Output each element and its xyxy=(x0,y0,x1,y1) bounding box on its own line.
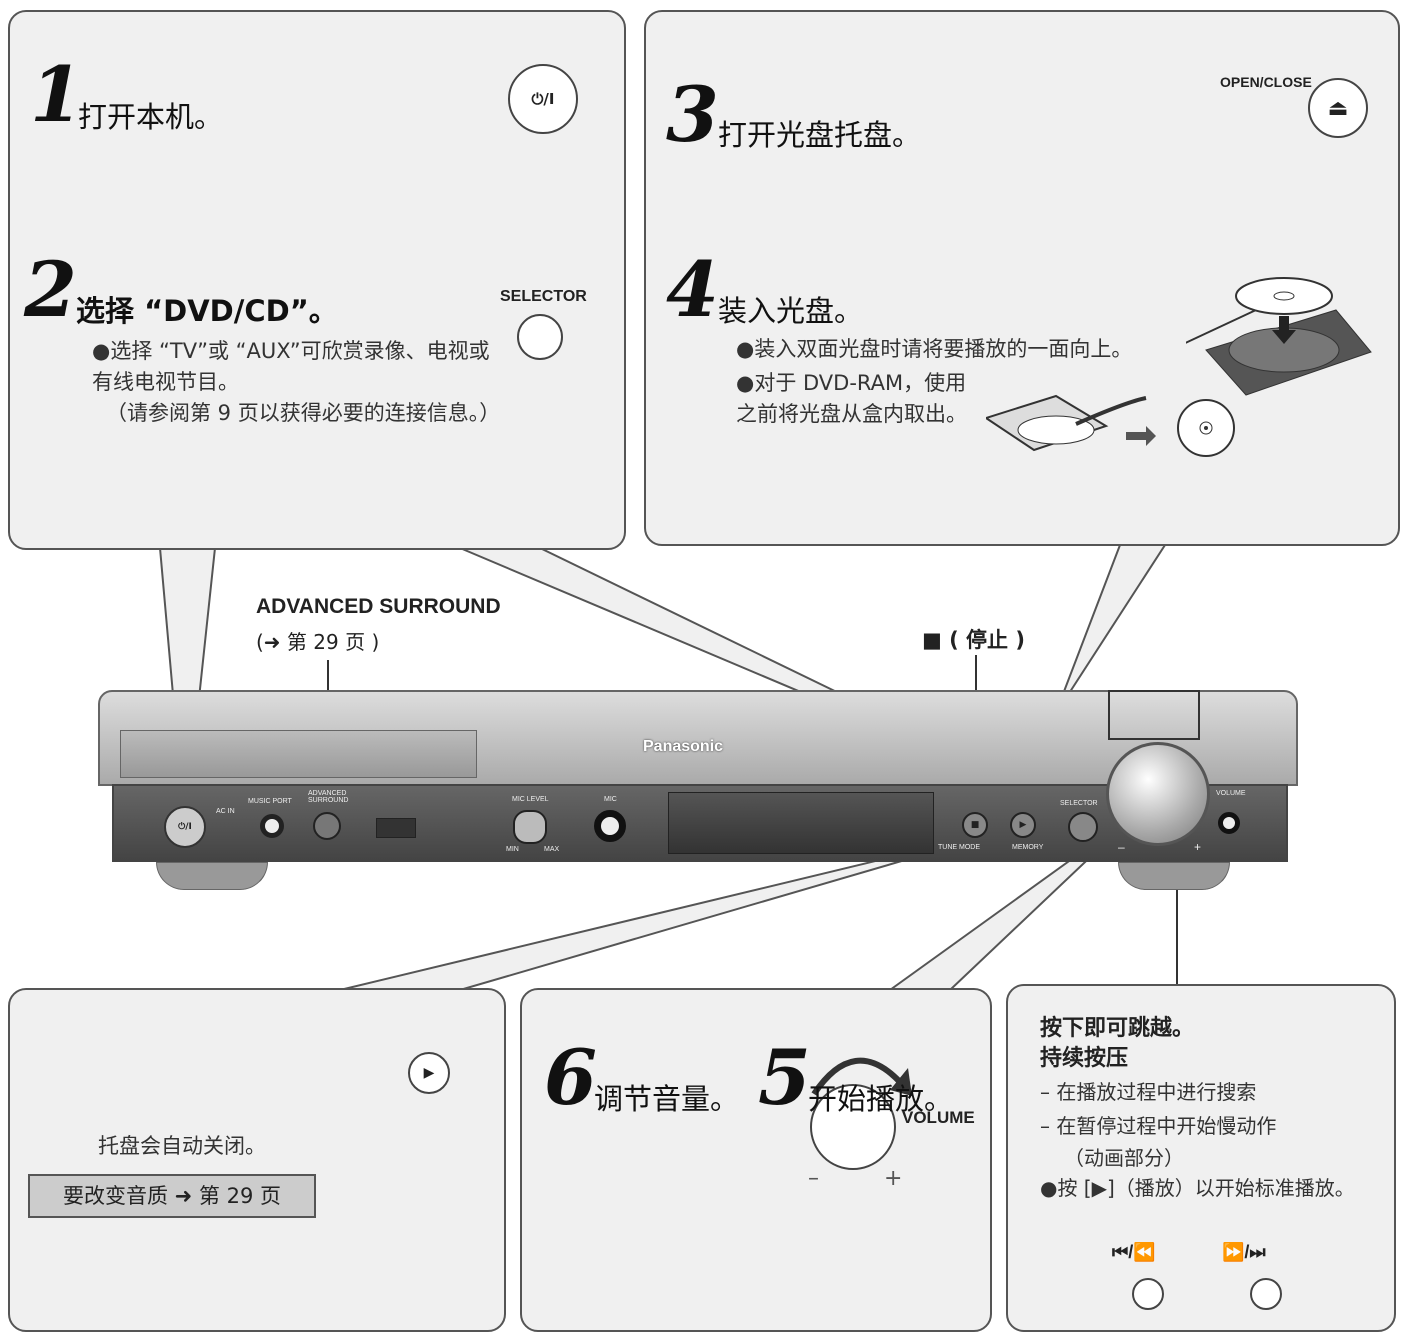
mic-jack[interactable] xyxy=(594,810,626,842)
step2-note: （请参阅第 9 页以获得必要的连接信息。） xyxy=(106,401,501,425)
brand-logo: Panasonic xyxy=(643,738,724,755)
music-port-jack[interactable] xyxy=(260,814,284,838)
step2-bullet: ●选择 “TV”或 “AUX”可欣赏录像、电视或有线电视节目。 xyxy=(92,339,490,394)
step6-number: 6 xyxy=(544,1033,597,1122)
right-foot xyxy=(1118,862,1230,890)
ac-in-label: AC IN xyxy=(216,808,235,815)
stop-label: ■ ( 停止 ) xyxy=(922,628,1025,652)
unit-adv-surround-label: ADVANCED SURROUND xyxy=(308,790,349,804)
unit-stop-button[interactable]: ■ xyxy=(962,812,988,838)
skip-next-button[interactable] xyxy=(1250,1278,1282,1310)
volume-plus: + xyxy=(884,1166,903,1191)
advanced-surround-label: ADVANCED SURROUND xyxy=(256,595,501,618)
mic-level-knob[interactable] xyxy=(513,810,547,844)
step4-bullet1: ●装入双面光盘时请将要播放的一面向上。 xyxy=(736,337,1133,361)
unit-selector-label: SELECTOR xyxy=(1060,800,1098,807)
eject-button[interactable]: ⏏ xyxy=(1308,78,1368,138)
prev-label: ⏮/⏪ xyxy=(1112,1242,1156,1262)
volume-knob-illustration[interactable] xyxy=(810,1084,896,1170)
advanced-surround-button[interactable] xyxy=(313,812,341,840)
memory-label: MEMORY xyxy=(1012,844,1044,851)
skip-bullet: ●按 [▶]（播放）以开始标准播放。 xyxy=(1040,1176,1355,1200)
disc-tray-slot xyxy=(120,730,477,778)
unit-selector-button[interactable] xyxy=(1068,812,1098,842)
unit-volume-label: VOLUME xyxy=(1216,790,1246,797)
step2-number: 2 xyxy=(24,245,77,334)
step2-text: 选择 “DVD/CD”。 xyxy=(76,294,338,328)
unit-volume-minus: – xyxy=(1118,840,1125,854)
skip-item2: – 在暂停过程中开始慢动作 xyxy=(1040,1114,1277,1138)
step3-number: 3 xyxy=(666,70,719,159)
unit-play-button[interactable]: ▶ xyxy=(1010,812,1036,838)
unit-volume-plus: + xyxy=(1194,840,1202,854)
step4-text: 装入光盘。 xyxy=(718,294,864,328)
skip-item2b: （动画部分） xyxy=(1064,1146,1184,1170)
step5-number: 5 xyxy=(758,1033,811,1122)
step1-number: 1 xyxy=(30,50,83,139)
left-foot xyxy=(156,862,268,890)
av-receiver-unit: Panasonic ⏻/I AC IN MUSIC PORT ADVANCED … xyxy=(98,690,1298,890)
tune-mode-label: TUNE MODE xyxy=(938,844,980,851)
steps-3-4-panel: 3 打开光盘托盘。 OPEN/CLOSE ⏏ 4 装入光盘。 ●装入双面光盘时请… xyxy=(644,10,1400,546)
tray-close-text: 托盘会自动关闭。 xyxy=(98,1134,266,1158)
steps-5-6-panel: 6 调节音量。 5 开始播放。 VOLUME – + xyxy=(520,988,992,1332)
steps-1-2-panel: 1 打开本机。 ⏻/I 2 选择 “DVD/CD”。 SELECTOR ●选择 … xyxy=(8,10,626,550)
dvd-ram-cartridge-illustration xyxy=(986,394,1235,457)
display-window-small xyxy=(376,818,416,838)
power-button[interactable]: ⏻/I xyxy=(508,64,578,134)
step4-number: 4 xyxy=(666,245,719,334)
step5-text: 开始播放。 xyxy=(808,1082,954,1116)
mic-level-label: MIC LEVEL xyxy=(512,796,549,803)
advanced-surround-ref: (➜ 第 29 页 ) xyxy=(256,630,380,654)
selector-label: SELECTOR xyxy=(500,288,587,305)
headphone-jack[interactable] xyxy=(1218,812,1240,834)
skip-line2: 持续按压 xyxy=(1040,1046,1129,1071)
volume-rotate-arrow-icon xyxy=(811,1057,912,1096)
volume-label: VOLUME xyxy=(902,1108,975,1127)
play-panel: ▶ 托盘会自动关闭。 要改变音质 ➜ 第 29 页 xyxy=(8,988,506,1332)
skip-item1: – 在播放过程中进行搜索 xyxy=(1040,1080,1257,1104)
selector-button[interactable] xyxy=(517,314,563,360)
step6-text: 调节音量。 xyxy=(594,1082,740,1116)
mic-max-label: MAX xyxy=(544,846,560,853)
skip-line1: 按下即可跳越。 xyxy=(1040,1016,1195,1041)
step3-text: 打开光盘托盘。 xyxy=(718,118,922,152)
open-close-label: OPEN/CLOSE xyxy=(1220,74,1312,90)
skip-buttons-highlight xyxy=(1108,690,1200,740)
mic-label: MIC xyxy=(604,796,617,803)
volume-dial[interactable] xyxy=(1106,742,1210,846)
step1-text: 打开本机。 xyxy=(78,100,224,134)
next-label: ⏩/⏭ xyxy=(1222,1242,1266,1262)
play-button[interactable]: ▶ xyxy=(408,1052,450,1094)
sound-quality-box: 要改变音质 ➜ 第 29 页 xyxy=(28,1174,316,1218)
step4-bullet2: ●对于 DVD-RAM，使用之前将光盘从盒内取出。 xyxy=(736,371,967,426)
mic-min-label: MIN xyxy=(506,846,519,853)
skip-prev-button[interactable] xyxy=(1132,1278,1164,1310)
main-display xyxy=(668,792,934,854)
skip-search-panel: 按下即可跳越。 持续按压 – 在播放过程中进行搜索 – 在暂停过程中开始慢动作 … xyxy=(1006,984,1396,1332)
volume-minus: – xyxy=(808,1166,819,1191)
disc-tray-illustration xyxy=(1186,277,1372,396)
music-port-label: MUSIC PORT xyxy=(248,798,292,805)
unit-power-button[interactable]: ⏻/I xyxy=(164,806,206,848)
